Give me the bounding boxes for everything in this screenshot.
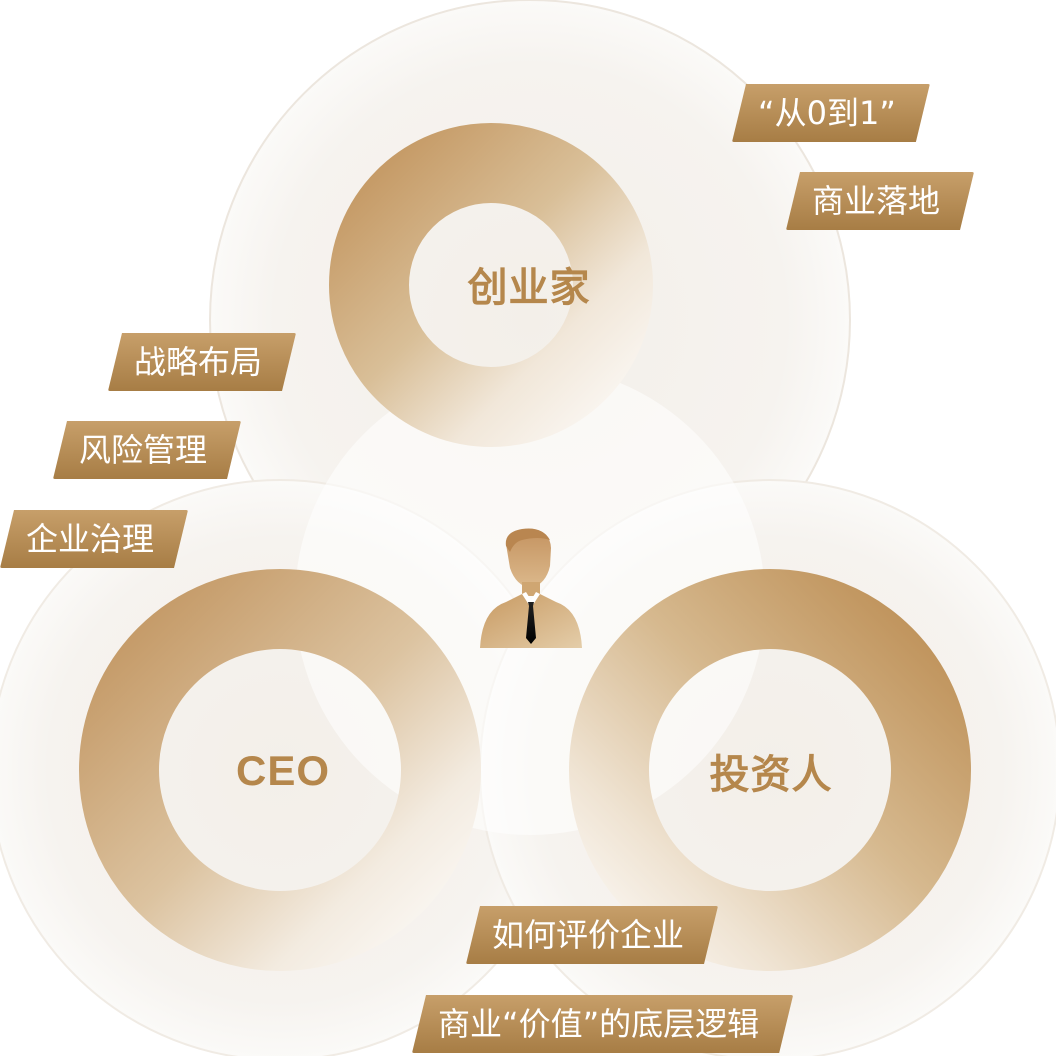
tag-risk-management: 风险管理 [53,421,241,479]
ring-entrepreneur [329,123,653,447]
ring-ceo [79,569,481,971]
node-label-entrepreneur: 创业家 [467,265,591,311]
node-label-investor: 投资人 [709,752,833,798]
tag-evaluate-company: 如何评价企业 [466,906,718,964]
tag-corporate-governance: 企业治理 [0,510,188,568]
businessman-icon [480,528,582,648]
node-label-ceo: CEO [235,747,331,794]
ring-investor [569,569,971,971]
tag-commercial-landing: 商业落地 [786,172,974,230]
tag-from-zero-to-one: “从0到1” [732,84,930,142]
tag-value-logic: 商业“价值”的底层逻辑 [412,995,793,1053]
tag-strategic-layout: 战略布局 [108,333,296,391]
